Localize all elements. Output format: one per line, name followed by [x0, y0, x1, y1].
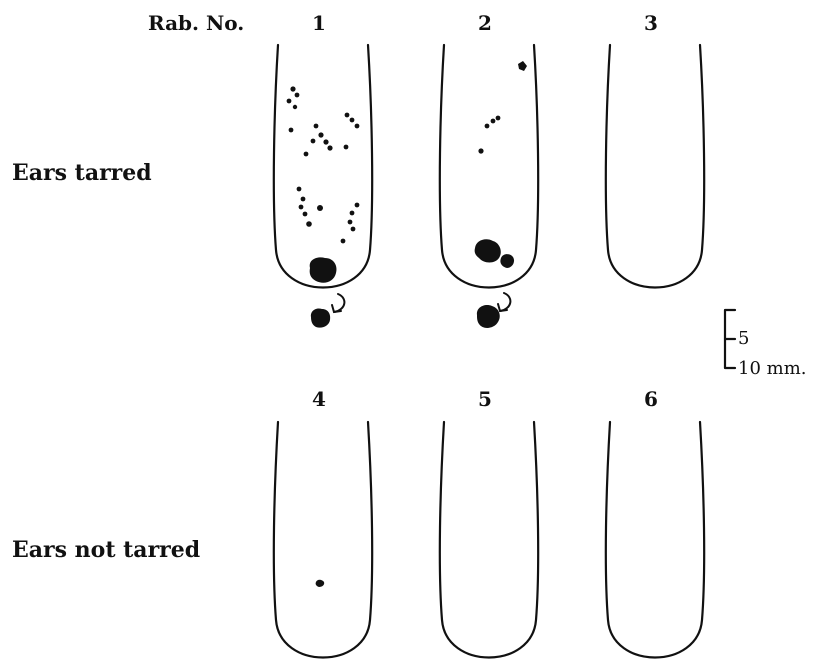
ear-outline-3 [606, 45, 704, 288]
ear-outline-5 [440, 422, 538, 658]
rabbit-number-4: 4 [312, 387, 326, 411]
rabbit-number-2: 2 [478, 11, 492, 35]
ear-outline-6 [606, 422, 704, 658]
rabbit-number-1: 1 [312, 11, 326, 35]
ear-outline-1 [274, 45, 372, 288]
ear-outline-4 [274, 422, 372, 658]
lesions-rabbit-4 [316, 580, 325, 587]
row-label-tarred: Ears tarred [12, 160, 152, 186]
scale-label-5: 5 [738, 328, 749, 349]
scale-label-10mm: 10 mm. [738, 358, 806, 379]
rabbit-number-5: 5 [478, 387, 492, 411]
rabbit-number-3: 3 [644, 11, 658, 35]
rabbit-number-header: Rab. No. [148, 11, 244, 35]
scale-bar: 5 10 mm. [725, 310, 806, 379]
rabbit-number-6: 6 [644, 387, 658, 411]
lesions-rabbit-1 [287, 86, 360, 327]
row-label-not-tarred: Ears not tarred [12, 537, 200, 563]
